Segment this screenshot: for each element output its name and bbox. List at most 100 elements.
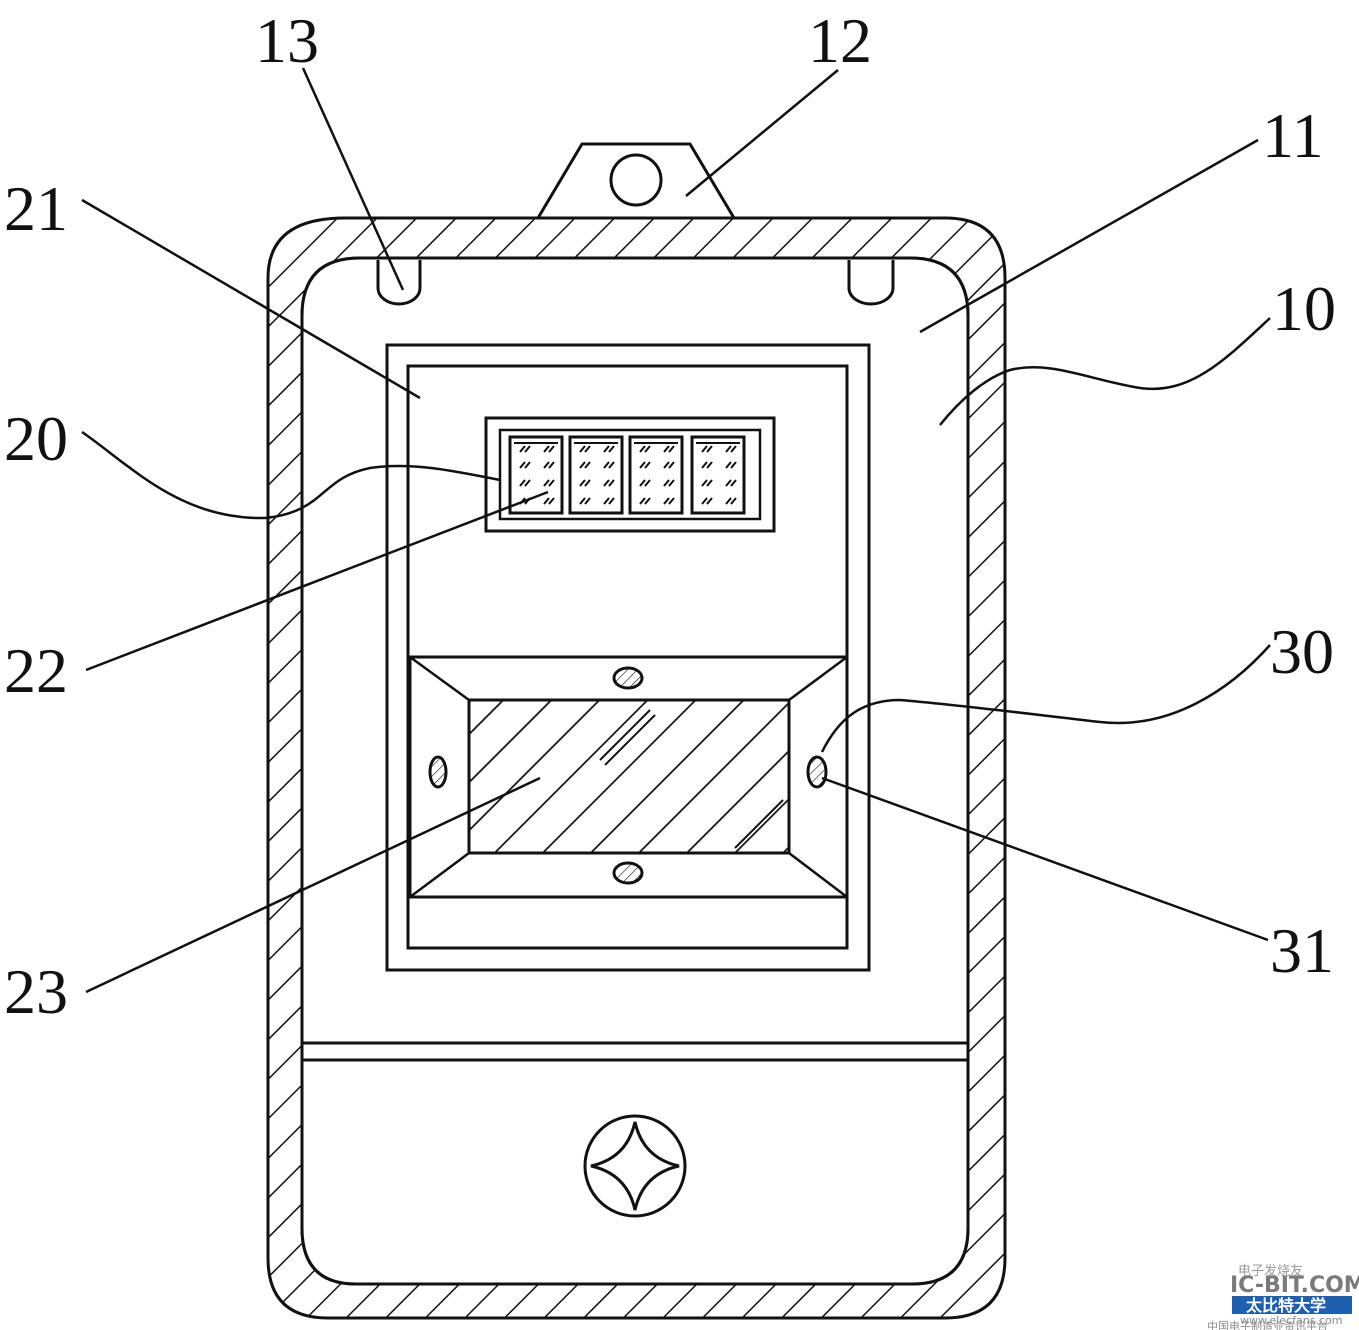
- digit-tick: [644, 445, 651, 453]
- digit-tick: [644, 497, 651, 505]
- display-digits: [508, 435, 746, 515]
- screw-top: [612, 666, 644, 690]
- digit-tick: [701, 445, 708, 453]
- digit-tick: [663, 497, 670, 505]
- digit-tick: [639, 445, 646, 453]
- digit-tick: [584, 479, 591, 487]
- leader-10: [939, 317, 1271, 426]
- digit-tick: [608, 497, 615, 505]
- digit-tick: [706, 445, 713, 453]
- digit-cell: [508, 435, 564, 515]
- hanging-hole: [609, 153, 663, 207]
- digit-tick: [519, 445, 526, 453]
- digit-tick: [543, 479, 550, 487]
- digit-tick: [701, 479, 708, 487]
- digit-tick: [579, 479, 586, 487]
- digit-tick: [706, 497, 713, 505]
- digit-tick: [579, 497, 586, 505]
- digit-tick: [639, 479, 646, 487]
- digit-tick: [603, 479, 610, 487]
- label-23: 23: [4, 956, 68, 1027]
- digit-tick: [701, 497, 708, 505]
- digit-tick: [579, 461, 586, 469]
- digit-tick: [644, 461, 651, 469]
- digit-tick: [584, 461, 591, 469]
- digit-tick: [668, 479, 675, 487]
- digit-tick: [725, 461, 732, 469]
- label-11: 11: [1262, 100, 1324, 171]
- watermark-logo-text: 电子发烧友: [1238, 1263, 1303, 1279]
- digit-tick: [701, 461, 708, 469]
- digit-tick: [725, 445, 732, 453]
- digit-tick: [519, 461, 526, 469]
- digit-tick: [584, 445, 591, 453]
- digit-tick: [608, 445, 615, 453]
- leader-30: [820, 644, 1271, 753]
- digit-tick: [548, 461, 555, 469]
- digit-tick: [644, 479, 651, 487]
- digit-tick: [663, 445, 670, 453]
- reference-labels: 13 12 11 10 21 20 22 23 30 31: [4, 5, 1336, 1027]
- leader-12: [685, 69, 839, 197]
- digit-tick: [519, 479, 526, 487]
- digit-tick: [524, 445, 531, 453]
- digit-tick: [730, 445, 737, 453]
- label-10: 10: [1272, 273, 1336, 344]
- digit-tick: [668, 461, 675, 469]
- leader-13: [301, 67, 405, 291]
- digit-tick: [603, 461, 610, 469]
- watermark: IC-BIT.COM 电子发烧友 太比特大学 www.elecfans.com …: [1207, 1263, 1359, 1330]
- digit-tick: [584, 497, 591, 505]
- digit-tick: [548, 479, 555, 487]
- digit-tick: [543, 497, 550, 505]
- digit-tick: [725, 497, 732, 505]
- label-21: 21: [4, 173, 68, 244]
- label-31: 31: [1270, 915, 1334, 986]
- watermark-brand: IC-BIT.COM: [1230, 1273, 1359, 1298]
- digit-tick: [543, 461, 550, 469]
- digit-cell: [568, 435, 624, 515]
- digit-tick: [639, 461, 646, 469]
- hanging-tab: [535, 142, 737, 220]
- digit-tick: [548, 497, 555, 505]
- digit-tick: [706, 479, 713, 487]
- digit-tick: [730, 497, 737, 505]
- leader-21: [81, 198, 421, 400]
- seal-screw: [583, 1114, 687, 1218]
- bezel-corner-lines: [409, 655, 848, 899]
- leader-20: [81, 430, 501, 520]
- label-30: 30: [1270, 616, 1334, 687]
- leader-11: [919, 138, 1259, 334]
- digit-tick: [524, 461, 531, 469]
- digit-tick: [663, 479, 670, 487]
- digit-tick: [663, 461, 670, 469]
- fixing-notch-right: [847, 260, 895, 306]
- leader-23: [85, 776, 541, 994]
- label-13: 13: [255, 5, 319, 76]
- digit-tick: [730, 461, 737, 469]
- digit-tick: [608, 461, 615, 469]
- screw-bottom: [612, 861, 644, 885]
- label-20: 20: [4, 403, 68, 474]
- window-glare: [599, 709, 784, 849]
- digit-tick: [579, 445, 586, 453]
- digit-tick: [725, 479, 732, 487]
- digit-cell: [690, 435, 746, 515]
- digit-tick: [668, 497, 675, 505]
- screw-right: [806, 755, 828, 789]
- watermark-banner-text: 太比特大学: [1245, 1296, 1326, 1315]
- digit-tick: [603, 497, 610, 505]
- digit-tick: [706, 461, 713, 469]
- digit-tick: [548, 445, 555, 453]
- screw-left: [428, 755, 448, 789]
- digit-tick: [608, 479, 615, 487]
- watermark-tagline: 中国电子制造业资讯平台: [1207, 1319, 1328, 1330]
- watermark-url: www.elecfans.com: [1240, 1314, 1342, 1327]
- leader-31: [821, 776, 1269, 942]
- digit-tick: [603, 445, 610, 453]
- leader-22: [85, 490, 549, 672]
- bezel-inner: [467, 698, 791, 855]
- label-22: 22: [4, 635, 68, 706]
- digit-tick: [730, 479, 737, 487]
